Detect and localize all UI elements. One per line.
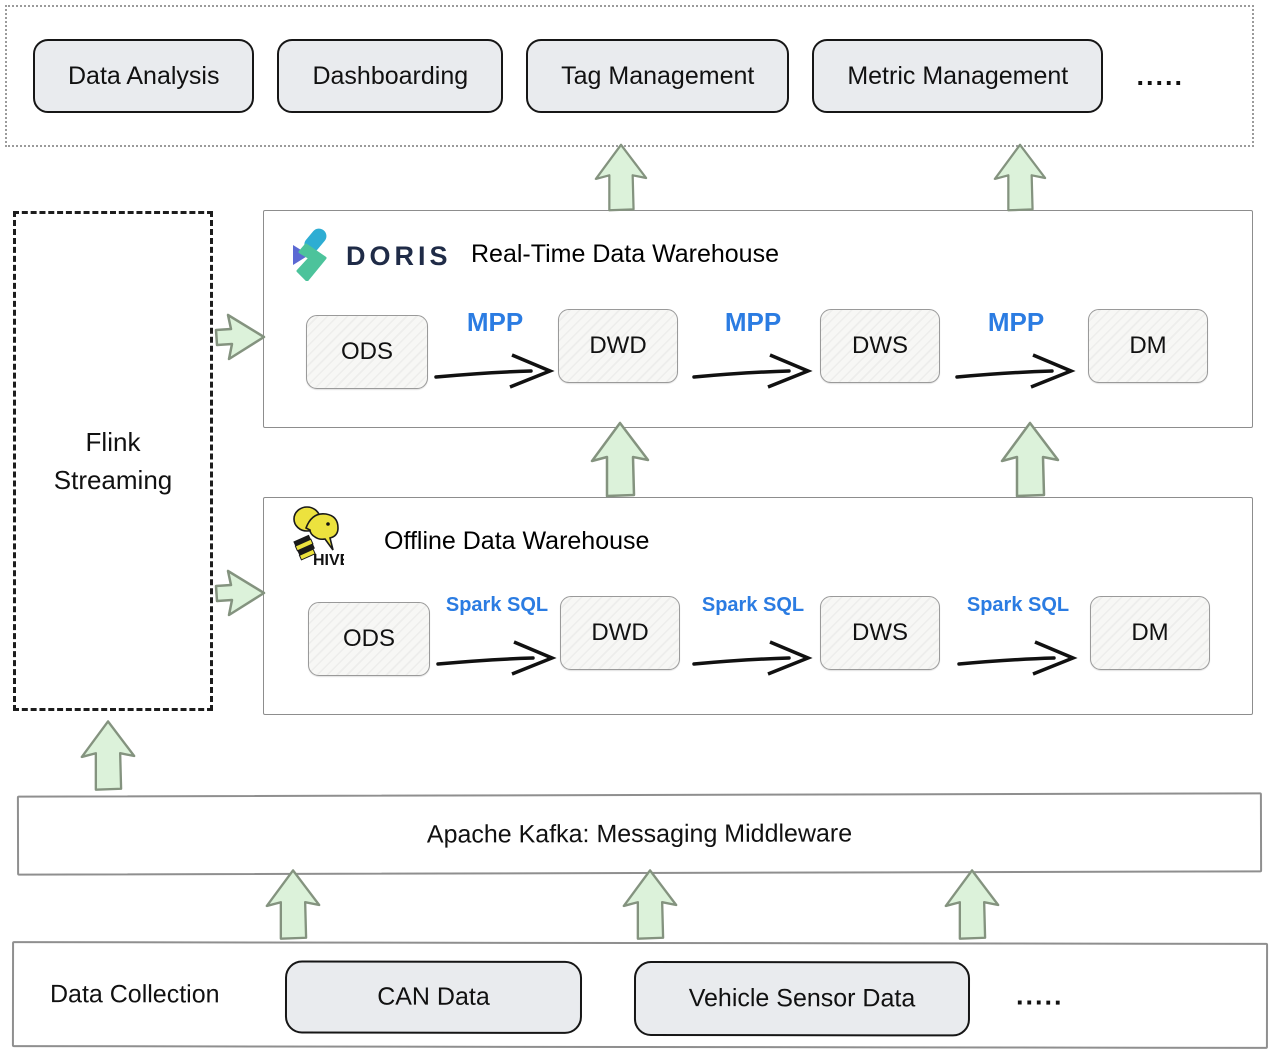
application-layer-container: Data Analysis Dashboarding Tag Managemen… xyxy=(5,5,1254,147)
edge-dwd-dws: MPP xyxy=(688,307,818,391)
service-node-tag-management: Tag Management xyxy=(526,39,790,113)
service-node-metric-management: Metric Management xyxy=(812,39,1104,113)
up-arrow-icon xyxy=(944,869,1000,940)
right-arrow-icon xyxy=(214,569,266,617)
edge-label-mpp: MPP xyxy=(987,307,1045,337)
stage-node-dwd: DWD xyxy=(558,309,678,383)
realtime-warehouse-container: DORIS Real-Time Data Warehouse ODS DWD D… xyxy=(263,210,1253,428)
flink-label-line1: Flink xyxy=(85,427,141,457)
offline-warehouse-title: Offline Data Warehouse xyxy=(384,527,650,555)
edge-label-spark-sql: Spark SQL xyxy=(966,594,1070,616)
flow-arrow-icon xyxy=(434,353,555,389)
stage-node-dws: DWS xyxy=(820,309,940,383)
hive-brand-text: HIVE xyxy=(313,552,344,569)
source-node-can-data: CAN Data xyxy=(284,960,583,1034)
more-sources-ellipsis: ..... xyxy=(1015,980,1064,1011)
kafka-title: Apache Kafka: Messaging Middleware xyxy=(426,818,853,849)
up-arrow-icon xyxy=(993,143,1047,212)
right-arrow-icon xyxy=(214,313,266,361)
realtime-warehouse-title: Real-Time Data Warehouse xyxy=(471,240,779,268)
hive-logo-icon: HIVE xyxy=(293,506,344,569)
offline-warehouse-container: HIVE Offline Data Warehouse ODS DWD DWS … xyxy=(263,497,1253,715)
doris-brand-text: DORIS xyxy=(346,241,452,271)
service-node-dashboarding: Dashboarding xyxy=(277,39,504,113)
edge-label-mpp: MPP xyxy=(466,307,524,337)
edge-dws-dm: Spark SQL xyxy=(952,594,1084,678)
flow-arrow-icon xyxy=(692,353,813,389)
kafka-middleware-bar: Apache Kafka: Messaging Middleware xyxy=(16,792,1263,876)
service-node-data-analysis: Data Analysis xyxy=(33,39,255,113)
stage-node-dws: DWS xyxy=(820,596,940,670)
stage-node-ods: ODS xyxy=(306,315,428,389)
flink-streaming-container: Flink Streaming xyxy=(13,211,213,711)
flow-arrow-icon xyxy=(955,353,1076,389)
flow-arrow-icon xyxy=(957,640,1078,676)
up-arrow-icon xyxy=(590,421,650,498)
more-services-ellipsis: ..... xyxy=(1136,60,1184,91)
up-arrow-icon xyxy=(80,720,136,791)
edge-ods-dwd: Spark SQL xyxy=(432,594,562,678)
edge-label-spark-sql: Spark SQL xyxy=(445,594,549,616)
up-arrow-icon xyxy=(594,143,648,212)
stage-node-ods: ODS xyxy=(308,602,430,676)
edge-label-spark-sql: Spark SQL xyxy=(701,594,805,616)
flow-arrow-icon xyxy=(436,640,557,676)
flow-arrow-icon xyxy=(692,640,813,676)
up-arrow-icon xyxy=(622,869,678,940)
stage-node-dwd: DWD xyxy=(560,596,680,670)
data-collection-title: Data Collection xyxy=(49,979,220,1008)
edge-dwd-dws: Spark SQL xyxy=(688,594,818,678)
data-collection-bar: Data Collection CAN Data Vehicle Sensor … xyxy=(11,941,1269,1049)
source-node-vehicle-sensor-data: Vehicle Sensor Data xyxy=(633,960,971,1037)
flink-label-line2: Streaming xyxy=(53,465,173,495)
edge-dws-dm: MPP xyxy=(950,307,1082,391)
edge-ods-dwd: MPP xyxy=(430,307,560,391)
edge-label-mpp: MPP xyxy=(724,307,782,337)
stage-node-dm: DM xyxy=(1088,309,1208,383)
up-arrow-icon xyxy=(265,869,321,940)
up-arrow-icon xyxy=(1000,421,1060,498)
doris-logo-icon xyxy=(293,228,327,281)
stage-node-dm: DM xyxy=(1090,596,1210,670)
